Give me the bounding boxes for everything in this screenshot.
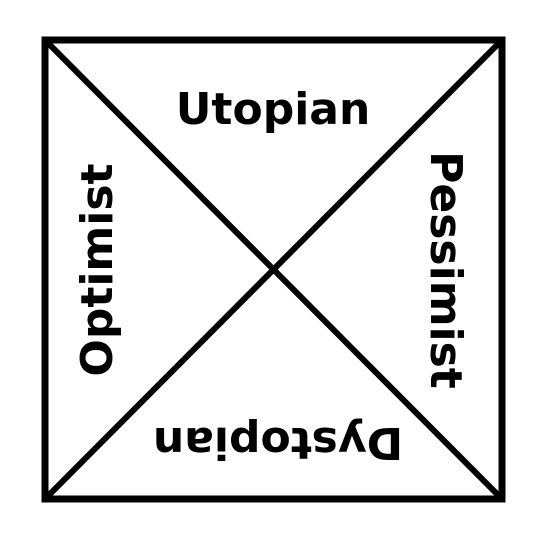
- label-right-pessimist: Pessimist: [420, 151, 471, 389]
- label-bottom-dystopian: Dystopian: [153, 417, 403, 468]
- outer-square: [41, 36, 506, 503]
- label-top-utopian: Utopian: [176, 84, 371, 135]
- diagonal-top-right-to-bottom-left: [42, 37, 505, 502]
- label-left-optimist: Optimist: [72, 163, 123, 376]
